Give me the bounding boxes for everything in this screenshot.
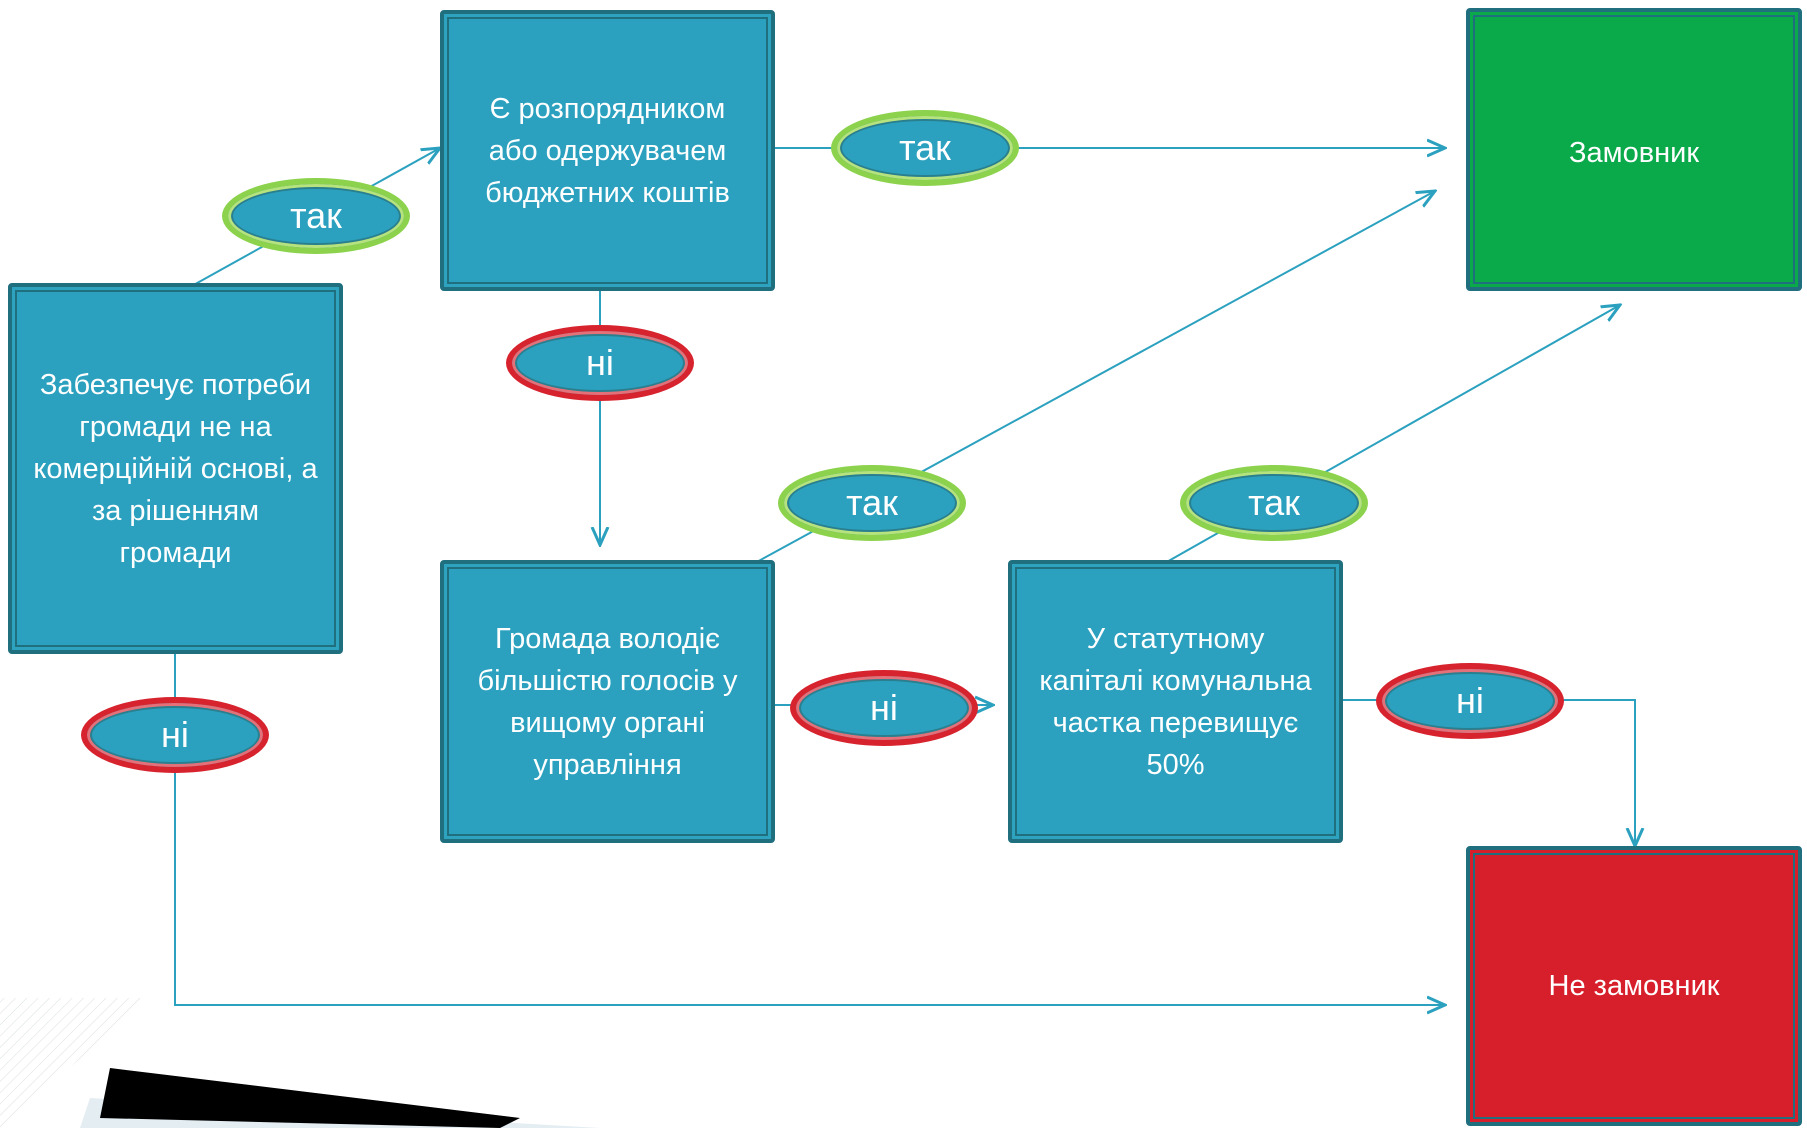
yes-label-text: так <box>1248 482 1300 523</box>
yes-label-text: так <box>899 127 951 168</box>
yes-label-majority-to-customer: так <box>778 465 966 541</box>
yes-label-text: так <box>846 482 898 523</box>
yes-label-community-to-budget: так <box>222 178 410 254</box>
no-label-text: ні <box>870 687 898 728</box>
budget-holder-box: Є розпорядником або одержувачем бюджетни… <box>440 10 775 291</box>
not-customer-text: Не замовник <box>1548 970 1720 1002</box>
customer-text: Замовник <box>1568 137 1700 169</box>
yes-label-budget-to-customer: так <box>831 110 1019 186</box>
yes-label-text: так <box>290 195 342 236</box>
no-label-budget-to-majority: ні <box>506 325 694 401</box>
no-label-text: ні <box>161 714 189 755</box>
charter-capital-box: У статутному капіталі комунальна частка … <box>1008 560 1343 843</box>
charter-capital-text: У статутному капіталі комунальна частка … <box>1039 622 1312 781</box>
no-label-charter-to-not-customer: ні <box>1376 663 1564 739</box>
no-label-text: ні <box>1456 680 1484 721</box>
not-customer-box: Не замовник <box>1466 846 1802 1126</box>
majority-votes-box: Громада володіє більшістю голосів у вищо… <box>440 560 775 843</box>
yes-label-charter-to-customer: так <box>1180 465 1368 541</box>
decorative-stripes <box>0 998 600 1128</box>
customer-box: Замовник <box>1466 8 1802 291</box>
no-label-community-to-not-customer: ні <box>81 697 269 773</box>
no-label-majority-to-charter: ні <box>790 670 978 746</box>
community-needs-box: Забезпечує потреби громади не на комерці… <box>8 283 343 654</box>
majority-votes-text: Громада володіє більшістю голосів у вищо… <box>477 622 738 781</box>
no-label-text: ні <box>586 342 614 383</box>
budget-holder-text: Є розпорядником або одержувачем бюджетни… <box>485 92 730 209</box>
community-needs-text: Забезпечує потреби громади не на комерці… <box>33 368 318 569</box>
